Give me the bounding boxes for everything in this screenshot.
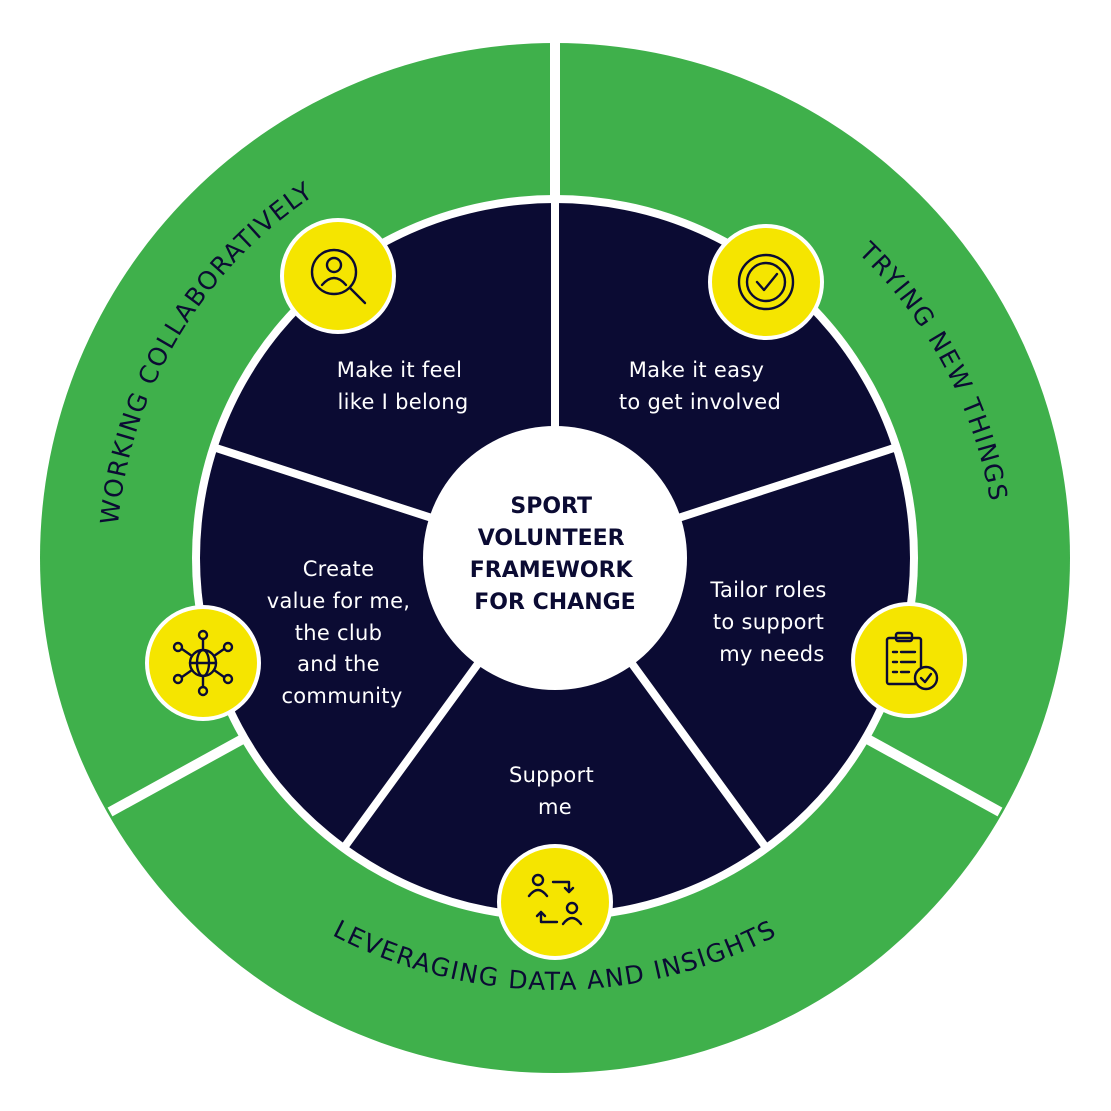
center-title: SPORT VOLUNTEER FRAMEWORK FOR CHANGE: [470, 494, 641, 615]
people-exchange-icon: [497, 844, 613, 960]
person-search-icon: [280, 218, 396, 334]
ring-divider-left: [107, 730, 253, 817]
segment-belong-label: Make it feel like I belong: [337, 358, 469, 414]
segment-easy-label: Make it easy to get involved: [619, 358, 781, 414]
segment-tailor-label: Tailor roles to support my needs: [709, 578, 833, 666]
segment-support-label: Support me: [509, 763, 601, 819]
checkmark-circle-icon: [708, 224, 824, 340]
segment-value-label: Create value for me, the club and the co…: [267, 557, 418, 708]
ring-divider-right: [857, 730, 1003, 817]
clipboard-check-icon: [851, 602, 967, 718]
globe-network-icon: [145, 605, 261, 721]
center-circle: [423, 426, 687, 690]
